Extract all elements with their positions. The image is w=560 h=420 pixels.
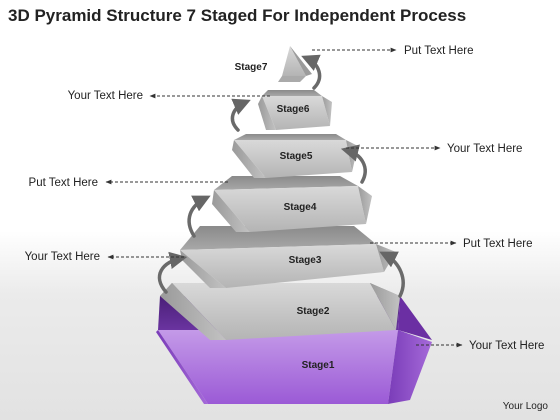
stage-6-label: Stage6	[277, 104, 310, 115]
callout-stage-5: Your Text Here	[447, 143, 522, 155]
curved-arrow-icon	[340, 144, 367, 184]
curved-arrow-icon	[187, 195, 211, 238]
callout-stage-2: Your Text Here	[25, 251, 100, 263]
callout-stage-7: Put Text Here	[404, 45, 473, 57]
curved-arrow-icon	[157, 251, 188, 294]
page-title: 3D Pyramid Structure 7 Staged For Indepe…	[8, 6, 467, 25]
stage-5-label: Stage5	[280, 151, 313, 162]
stage-2-block	[160, 283, 400, 340]
logo-text: Your Logo	[502, 401, 548, 412]
callout-stage-4: Put Text Here	[29, 177, 98, 189]
curved-arrow-icon	[230, 98, 251, 132]
callout-stage-6: Your Text Here	[68, 90, 143, 102]
callout-stage-3: Put Text Here	[463, 238, 532, 250]
stage-3-block	[180, 226, 396, 288]
stage-3-label: Stage3	[289, 255, 322, 266]
stage-4-block	[212, 176, 372, 232]
stage-7-block	[278, 46, 312, 82]
callout-stage-1: Your Text Here	[469, 340, 544, 352]
curved-arrow-icon	[379, 251, 405, 298]
stage-2-label: Stage2	[297, 306, 330, 317]
stage-1-label: Stage1	[302, 360, 335, 371]
curved-arrow-icon	[301, 54, 322, 90]
stage-6-block	[258, 90, 332, 130]
stage-4-label: Stage4	[284, 202, 317, 213]
stage-7-label: Stage7	[235, 62, 268, 73]
